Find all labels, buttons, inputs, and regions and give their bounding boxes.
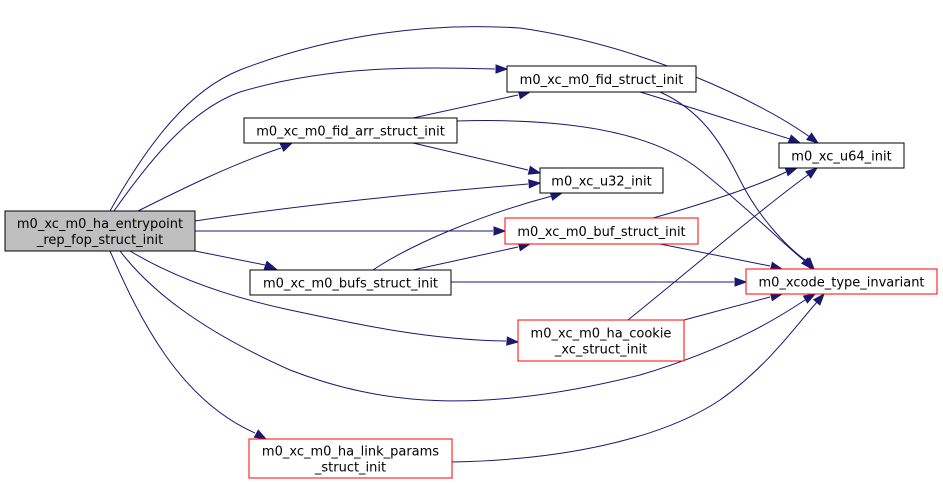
node-label: m0_xc_m0_fid_struct_init bbox=[520, 73, 684, 88]
arrowhead-icon bbox=[802, 257, 815, 271]
edge-root-to-bufs_struct bbox=[194, 250, 278, 270]
node-box[interactable] bbox=[745, 268, 938, 295]
edge-line bbox=[659, 91, 809, 263]
node-u64[interactable]: m0_xc_u64_init bbox=[778, 142, 905, 169]
arrowhead-icon bbox=[506, 336, 520, 346]
edge-cookie-to-invariant bbox=[683, 292, 784, 321]
edge-line bbox=[627, 174, 809, 321]
nodes-layer: m0_xc_m0_ha_entrypoint_rep_fop_struct_in… bbox=[4, 65, 938, 479]
edge-line bbox=[659, 243, 771, 267]
node-box[interactable] bbox=[248, 438, 453, 479]
arrowhead-icon bbox=[279, 142, 294, 153]
edge-line bbox=[113, 67, 496, 212]
edge-root-to-buf_struct bbox=[195, 226, 507, 236]
edge-fid_arr-to-u32 bbox=[412, 142, 542, 175]
edge-line bbox=[194, 250, 266, 266]
edge-buf_struct-to-invariant bbox=[659, 243, 784, 271]
edge-line bbox=[129, 250, 507, 342]
edge-cookie-to-u64 bbox=[627, 167, 819, 321]
edge-line bbox=[412, 142, 529, 171]
node-box[interactable] bbox=[504, 217, 699, 245]
node-label: m0_xcode_type_invariant bbox=[758, 276, 924, 291]
edge-line bbox=[194, 183, 529, 222]
arrowhead-icon bbox=[263, 260, 278, 270]
node-bufs-struct[interactable]: m0_xc_m0_bufs_struct_init bbox=[249, 269, 452, 296]
arrowhead-icon bbox=[253, 429, 268, 440]
edge-line bbox=[639, 91, 791, 140]
node-label: m0_xc_m0_ha_cookie bbox=[531, 327, 672, 342]
node-label: m0_xc_m0_fid_arr_struct_init bbox=[256, 125, 445, 140]
node-fid-struct[interactable]: m0_xc_m0_fid_struct_init bbox=[506, 65, 697, 93]
edge-root-to-link_params bbox=[109, 250, 268, 440]
arrowhead-icon bbox=[802, 293, 817, 304]
node-box[interactable] bbox=[778, 142, 905, 169]
node-label: _xc_struct_init bbox=[554, 343, 647, 358]
edge-line bbox=[412, 94, 519, 119]
edge-fid_arr-to-fid_struct bbox=[412, 90, 532, 119]
edge-buf_struct-to-u64 bbox=[652, 167, 799, 219]
edge-line bbox=[109, 250, 256, 434]
edge-fid_struct-to-u64 bbox=[639, 91, 802, 144]
edge-root-to-fid_struct bbox=[113, 64, 509, 212]
edge-line bbox=[412, 246, 519, 271]
edges-layer bbox=[109, 26, 825, 463]
edge-line bbox=[372, 195, 553, 271]
node-label: m0_xc_m0_bufs_struct_init bbox=[263, 277, 438, 292]
edge-root-to-u64 bbox=[109, 26, 820, 212]
node-invariant[interactable]: m0_xcode_type_invariant bbox=[745, 268, 938, 295]
edge-bufs_struct-to-buf_struct bbox=[412, 242, 532, 271]
node-box[interactable] bbox=[249, 269, 452, 296]
edge-link_params-to-invariant bbox=[451, 292, 825, 463]
node-box[interactable] bbox=[539, 167, 664, 194]
arrowhead-icon bbox=[805, 167, 819, 179]
arrowhead-icon bbox=[784, 167, 799, 177]
arrowhead-icon bbox=[812, 292, 825, 306]
edge-line bbox=[652, 171, 787, 219]
edge-line bbox=[451, 300, 819, 463]
edge-fid_arr-to-invariant bbox=[456, 120, 813, 271]
edge-line bbox=[109, 26, 815, 212]
edge-root-to-fid_arr bbox=[137, 142, 294, 212]
node-label: m0_xc_m0_buf_struct_init bbox=[517, 225, 685, 240]
node-root[interactable]: m0_xc_m0_ha_entrypoint_rep_fop_struct_in… bbox=[4, 210, 196, 252]
arrowhead-icon bbox=[787, 134, 802, 144]
edge-fid_struct-to-invariant bbox=[659, 91, 815, 271]
node-fid-arr[interactable]: m0_xc_m0_fid_arr_struct_init bbox=[243, 117, 458, 144]
edge-line bbox=[137, 147, 282, 212]
arrowhead-icon bbox=[493, 226, 507, 236]
node-box[interactable] bbox=[506, 65, 697, 93]
node-buf-struct[interactable]: m0_xc_m0_buf_struct_init bbox=[504, 217, 699, 245]
arrowhead-icon bbox=[495, 64, 509, 74]
edge-line bbox=[456, 120, 807, 263]
edge-root-to-u32 bbox=[194, 179, 542, 222]
node-label: m0_xc_u64_init bbox=[791, 150, 891, 165]
node-label: m0_xc_m0_ha_entrypoint bbox=[17, 217, 183, 232]
edge-line bbox=[683, 296, 771, 321]
edge-root-to-cookie bbox=[129, 250, 520, 346]
node-box[interactable] bbox=[517, 319, 685, 362]
node-label: _struct_init bbox=[314, 461, 386, 476]
edge-line bbox=[119, 250, 809, 402]
node-link-params[interactable]: m0_xc_m0_ha_link_params_struct_init bbox=[248, 438, 453, 479]
node-box[interactable] bbox=[243, 117, 458, 144]
arrowhead-icon bbox=[528, 179, 542, 189]
node-box[interactable] bbox=[4, 210, 196, 252]
node-label: m0_xc_m0_ha_link_params bbox=[262, 445, 439, 460]
node-label: _rep_fop_struct_init bbox=[36, 233, 163, 248]
edge-bufs_struct-to-invariant bbox=[451, 277, 748, 287]
edge-root-to-invariant bbox=[119, 250, 817, 402]
arrowhead-icon bbox=[734, 277, 748, 287]
node-cookie[interactable]: m0_xc_m0_ha_cookie_xc_struct_init bbox=[517, 319, 685, 362]
arrowhead-icon bbox=[805, 132, 820, 144]
node-label: m0_xc_u32_init bbox=[551, 175, 651, 190]
arrowhead-icon bbox=[527, 165, 542, 175]
node-u32[interactable]: m0_xc_u32_init bbox=[539, 167, 664, 194]
